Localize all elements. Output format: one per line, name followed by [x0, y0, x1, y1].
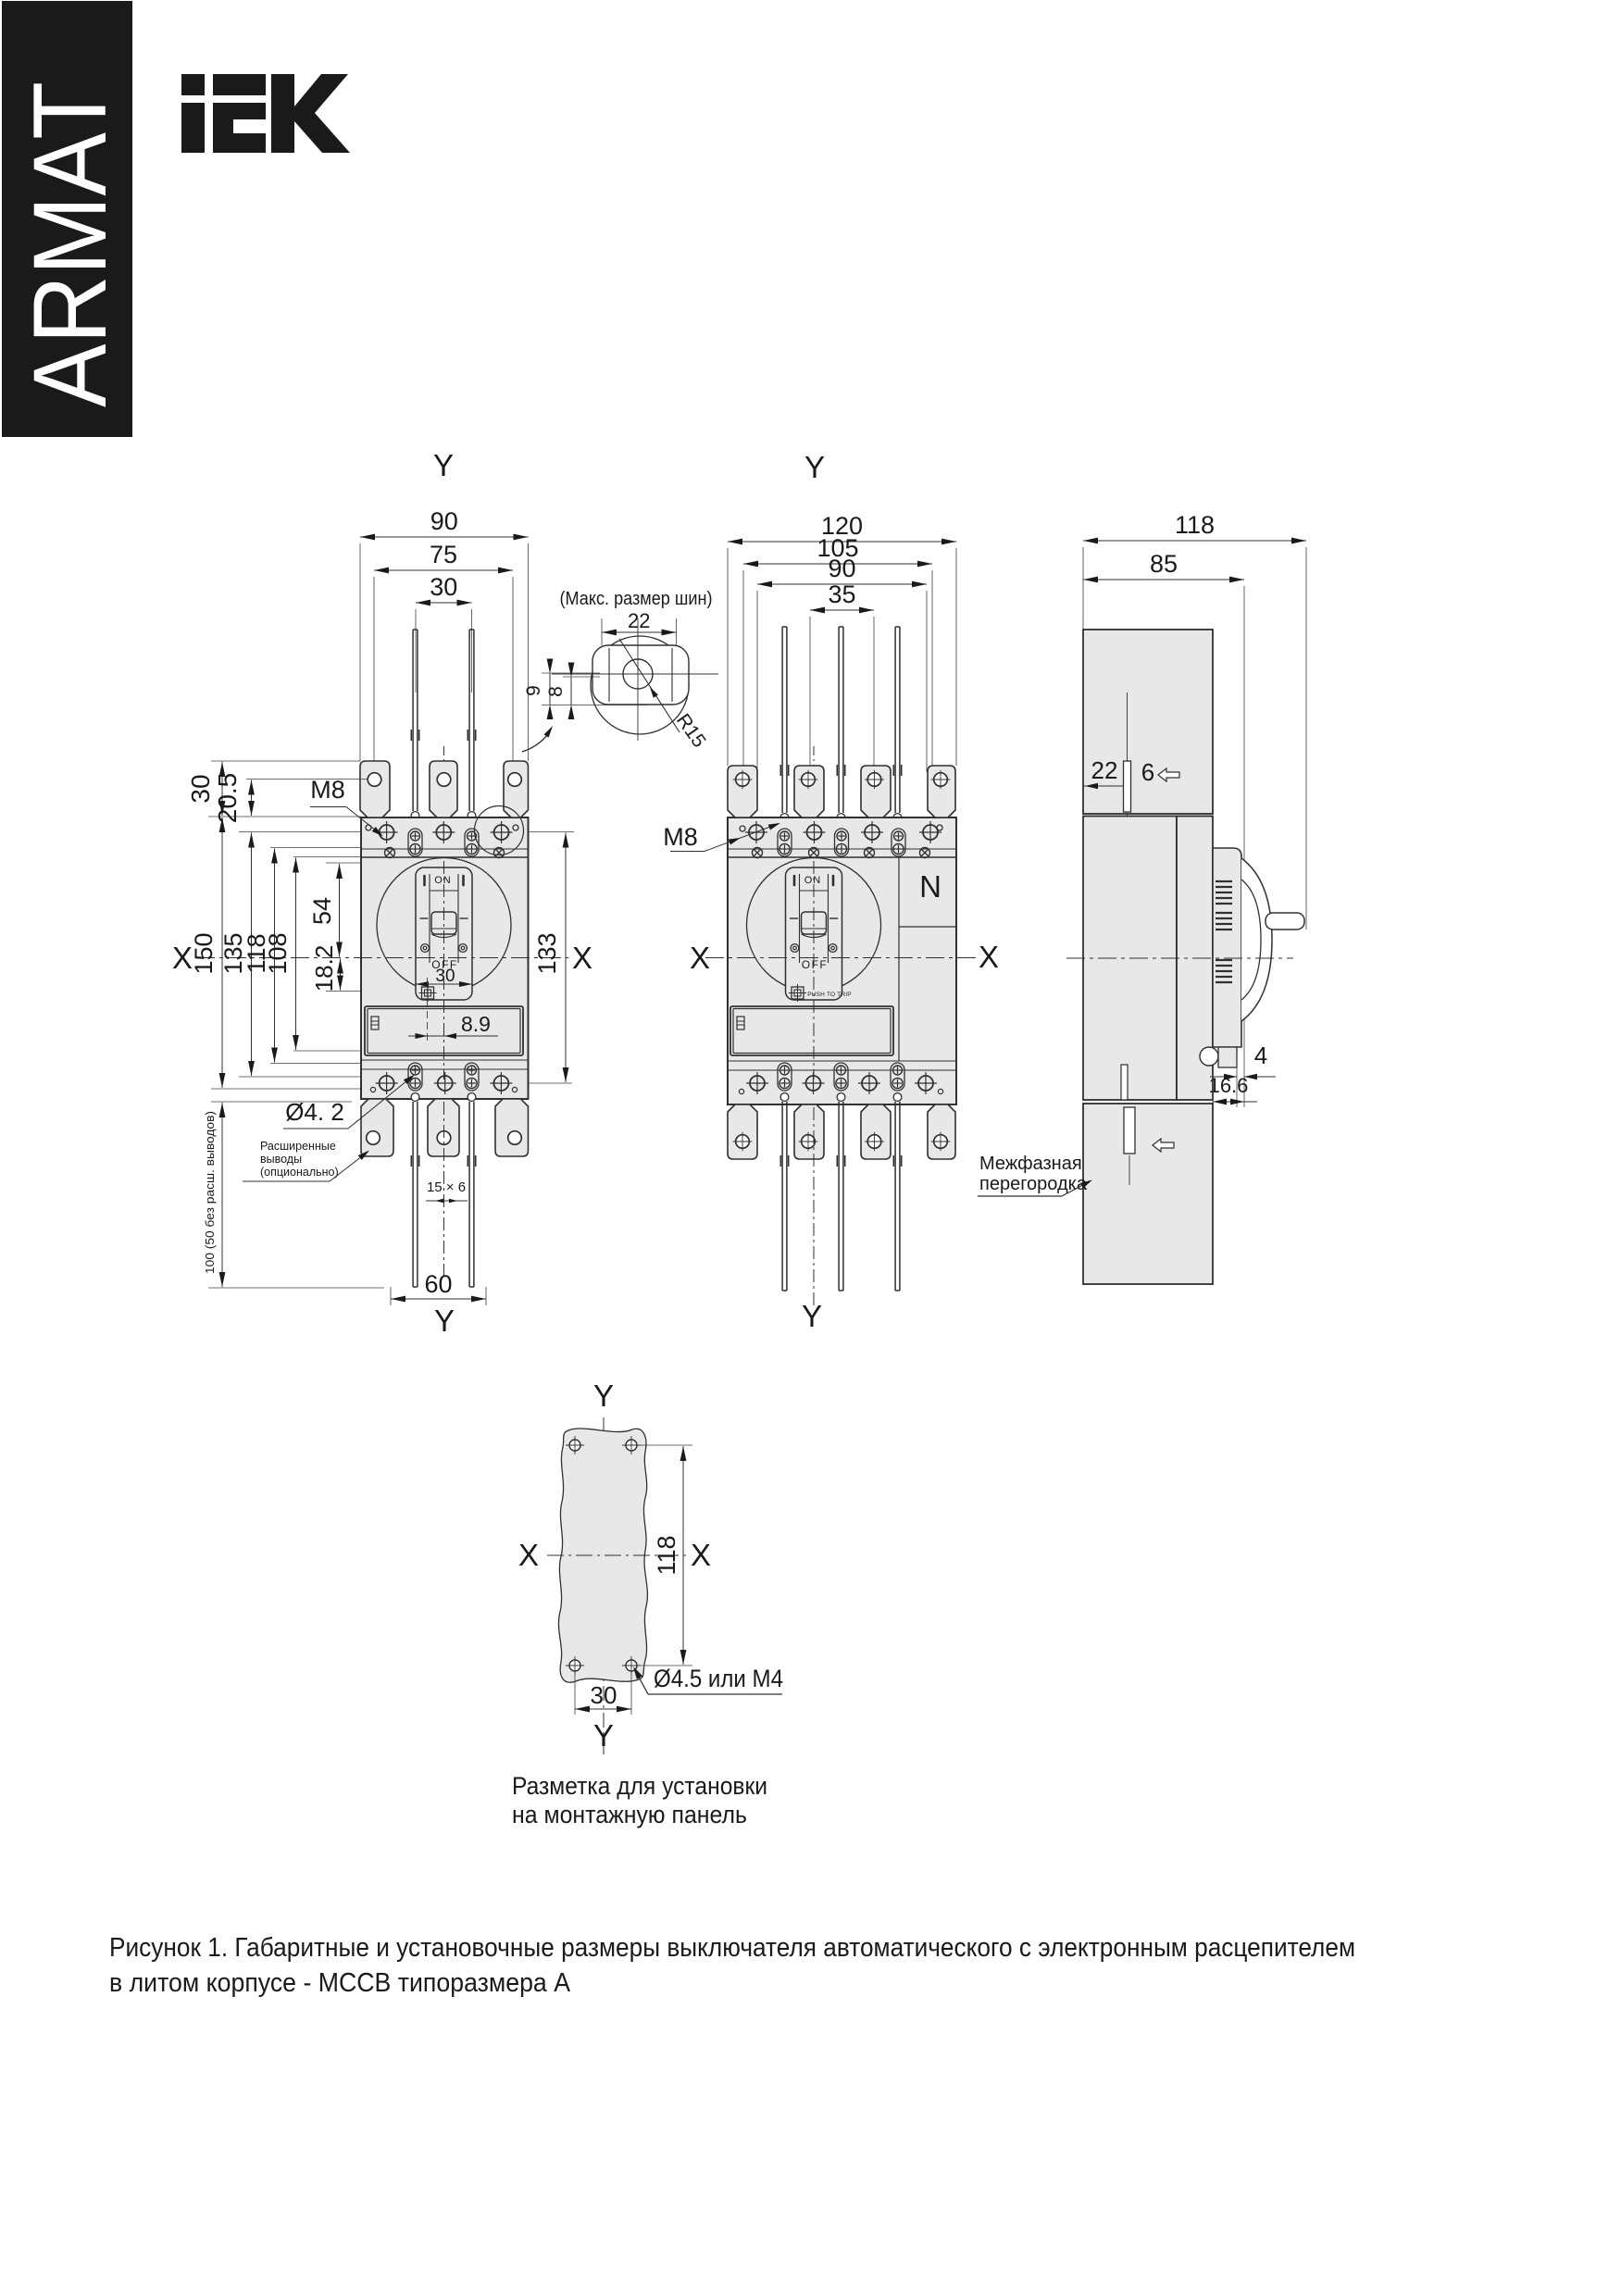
svg-text:выводы: выводы — [260, 1153, 302, 1166]
svg-text:Y: Y — [802, 1299, 822, 1333]
svg-text:75: 75 — [430, 541, 457, 568]
svg-text:135: 135 — [219, 932, 247, 974]
svg-text:8: 8 — [545, 686, 567, 697]
svg-text:118: 118 — [1175, 511, 1215, 539]
svg-text:4: 4 — [1254, 1042, 1267, 1069]
svg-text:105: 105 — [817, 534, 858, 562]
svg-text:Рисунок 1. Габаритные и устано: Рисунок 1. Габаритные и установочные раз… — [109, 1933, 1355, 1963]
svg-text:ON: ON — [434, 875, 452, 886]
svg-text:(Макс. размер шин): (Макс. размер шин) — [560, 589, 713, 609]
svg-text:16.6: 16.6 — [1209, 1074, 1249, 1097]
svg-text:Ø4. 2: Ø4. 2 — [285, 1098, 344, 1126]
svg-text:8.9: 8.9 — [461, 1012, 491, 1036]
svg-text:X: X — [172, 941, 193, 975]
svg-text:30: 30 — [435, 967, 455, 986]
svg-text:перегородка: перегородка — [979, 1174, 1088, 1194]
svg-text:30: 30 — [430, 573, 457, 601]
svg-text:22: 22 — [628, 609, 650, 632]
svg-text:85: 85 — [1150, 550, 1178, 578]
svg-text:118: 118 — [243, 933, 270, 973]
svg-text:22: 22 — [1091, 756, 1118, 784]
svg-text:150: 150 — [190, 932, 218, 974]
svg-text:X: X — [518, 1538, 539, 1572]
svg-text:Ø4.5 или М4: Ø4.5 или М4 — [654, 1665, 783, 1692]
svg-text:в литом корпусе - МССВ типораз: в литом корпусе - МССВ типоразмера А — [109, 1968, 570, 1998]
svg-text:X: X — [572, 941, 592, 975]
svg-text:90: 90 — [828, 555, 855, 582]
svg-text:Расширенные: Расширенные — [260, 1140, 336, 1153]
svg-text:18.2: 18.2 — [310, 945, 338, 992]
svg-text:N: N — [919, 869, 941, 904]
svg-text:(опционально): (опционально) — [260, 1166, 339, 1179]
svg-text:Y: Y — [433, 448, 454, 482]
svg-text:6: 6 — [1141, 758, 1154, 786]
svg-text:X: X — [979, 940, 999, 974]
svg-text:118: 118 — [653, 1535, 680, 1575]
svg-text:Y: Y — [804, 450, 825, 484]
svg-text:20.5: 20.5 — [213, 773, 242, 824]
svg-text:133: 133 — [533, 932, 561, 974]
svg-text:35: 35 — [828, 580, 855, 608]
svg-text:Y: Y — [434, 1304, 455, 1338]
svg-text:X: X — [690, 941, 710, 975]
svg-text:ARMAT: ARMAT — [12, 81, 128, 407]
svg-text:30: 30 — [591, 1681, 617, 1709]
svg-text:Y: Y — [593, 1718, 614, 1753]
svg-text:60: 60 — [424, 1270, 452, 1298]
svg-text:30: 30 — [186, 774, 215, 803]
svg-text:9: 9 — [523, 685, 544, 696]
svg-text:Разметка для установки: Разметка для установки — [512, 1772, 767, 1800]
svg-text:PUSH TO TRIP: PUSH TO TRIP — [807, 992, 852, 998]
svg-text:90: 90 — [430, 507, 458, 535]
svg-text:108: 108 — [264, 932, 292, 974]
svg-text:Межфазная: Межфазная — [979, 1154, 1082, 1174]
svg-text:ON: ON — [804, 875, 822, 886]
svg-text:54: 54 — [308, 897, 336, 925]
svg-text:100 (50 без расш. выводов): 100 (50 без расш. выводов) — [204, 1111, 217, 1274]
svg-text:OFF: OFF — [802, 958, 829, 971]
svg-text:Y: Y — [593, 1379, 614, 1413]
svg-text:M8: M8 — [310, 776, 345, 804]
svg-text:X: X — [691, 1538, 711, 1572]
svg-text:120: 120 — [821, 512, 863, 540]
svg-text:на монтажную панель: на монтажную панель — [512, 1801, 747, 1828]
svg-text:15 × 6: 15 × 6 — [427, 1179, 466, 1195]
svg-text:M8: M8 — [663, 823, 698, 851]
